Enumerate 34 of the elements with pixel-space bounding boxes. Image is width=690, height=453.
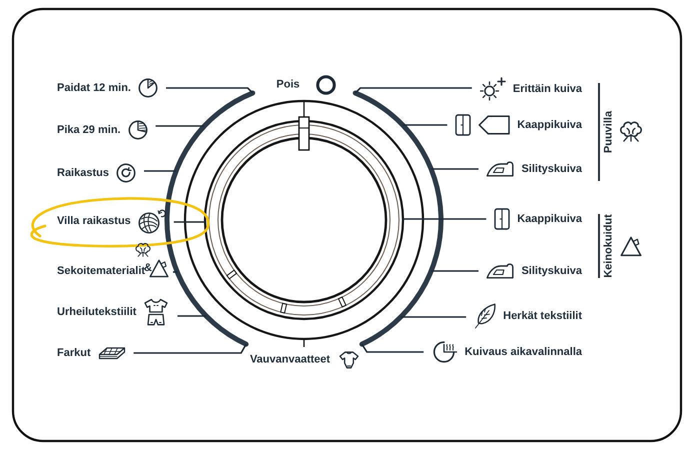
leader-line: [166, 87, 254, 94]
leader-line: [361, 344, 424, 353]
leader-line: [144, 170, 176, 172]
program-label: Kaappikuiva: [517, 118, 582, 132]
program-label: Silityskuiva: [521, 264, 582, 278]
leader-line: [400, 316, 466, 318]
program-label: Kuivaus aikavalinnalla: [464, 346, 582, 358]
rotary-dial: [164, 90, 444, 347]
leader-line: [431, 270, 478, 272]
dial-position-label: Vauvanvaatteet: [250, 354, 330, 366]
dial-position-label: Pois: [276, 78, 300, 92]
program-label: Erittäin kuiva: [512, 82, 582, 96]
leader-line: [431, 168, 478, 170]
leader-line: [134, 344, 247, 354]
program-label: Sekoitematerialit: [57, 265, 146, 278]
leader-line: [402, 124, 448, 126]
program-label: Kaappikuiva: [517, 212, 582, 226]
leader-line: [156, 125, 204, 127]
program-label: Villa raikastus: [57, 214, 131, 228]
leader-line: [403, 218, 486, 220]
program-label: Herkät tekstiilit: [503, 310, 582, 322]
leader-line: [174, 221, 205, 223]
leader-line: [354, 87, 472, 94]
leader-line: [173, 271, 178, 273]
program-label: Raikastus: [57, 166, 109, 180]
group-label: Puuvilla: [602, 110, 616, 154]
leader-line: [178, 315, 206, 317]
program-label: Silityskuiva: [521, 162, 582, 176]
program-label: Farkut: [57, 346, 91, 360]
group-label: Keinokuidut: [602, 214, 616, 278]
program-label: Pika 29 min.: [57, 124, 121, 136]
ampersand-label: &: [144, 262, 152, 274]
program-label: Urheilutekstiilit: [57, 306, 136, 318]
program-label: Paidat 12 min.: [57, 82, 131, 94]
